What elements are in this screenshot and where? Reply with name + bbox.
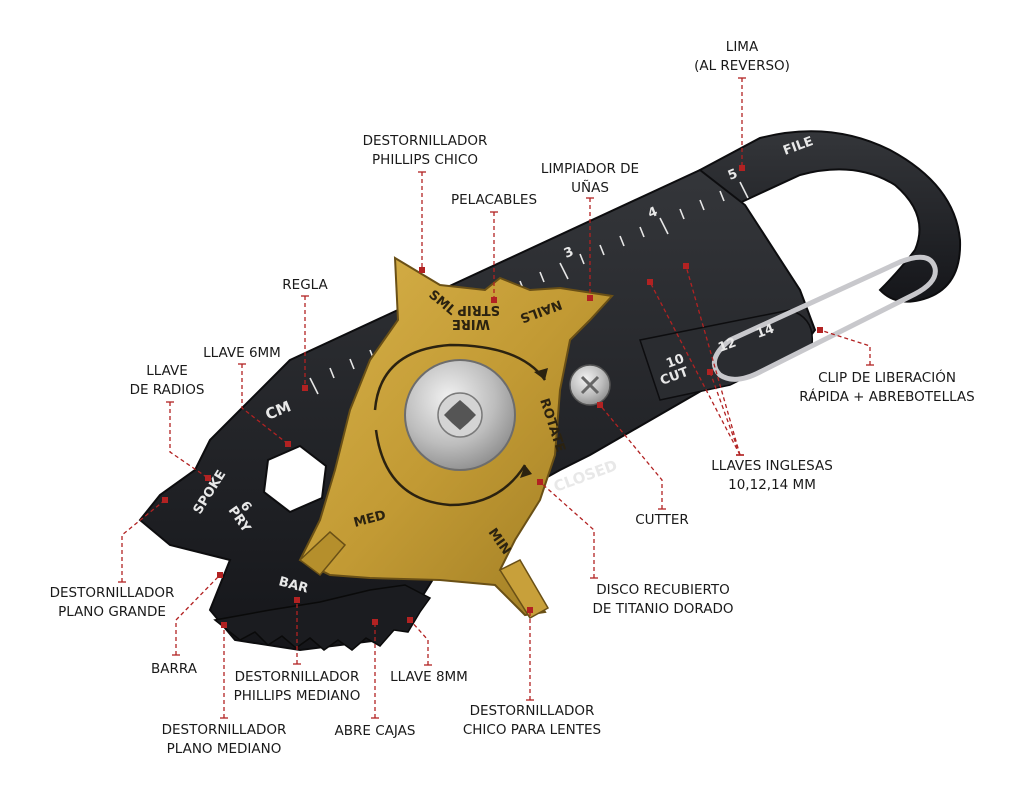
label-line: BARRA: [151, 661, 197, 677]
label-glasses-screwdriver: DESTORNILLADOR CHICO PARA LENTES: [463, 702, 601, 740]
label-line: DISCO RECUBIERTO: [596, 582, 730, 598]
leader-endpoint: [537, 479, 543, 485]
carabiner-hook: [698, 130, 962, 303]
marking-size-12: 12: [716, 335, 738, 355]
leader-line: [169, 402, 209, 479]
label-line: LIMA: [725, 39, 759, 55]
label-spoke-wrench: LLAVE DE RADIOS: [130, 362, 205, 400]
label-line: DESTORNILLADOR: [161, 722, 287, 738]
leader-endpoint: [205, 475, 211, 481]
leader-lines: [118, 77, 874, 719]
rotate-arrow-head-top: [534, 368, 548, 380]
label-phillips-small: DESTORNILLADOR PHILLIPS CHICO: [363, 132, 488, 170]
leader-line: [649, 281, 741, 456]
release-clip-wire: [711, 254, 938, 382]
leader-endpoint: [587, 295, 593, 301]
label-line: PLANO GRANDE: [58, 604, 166, 620]
label-line: REGLA: [282, 277, 328, 293]
label-line: RÁPIDA + ABREBOTELLAS: [799, 389, 975, 405]
rotate-arrow-ring-lower: [374, 429, 527, 507]
label-line: DESTORNILLADOR: [469, 703, 595, 719]
phillips-medium-tip: [298, 530, 347, 577]
label-line: DE TITANIO DORADO: [592, 601, 734, 617]
label-line: DE RADIOS: [129, 382, 205, 398]
label-wrench-8mm: LLAVE 8MM: [390, 668, 468, 687]
leader-endpoint: [739, 165, 745, 171]
leader-endpoint: [419, 267, 425, 273]
leader-endpoint: [817, 327, 823, 333]
leader-line: [409, 619, 429, 665]
rotate-arrow-ring: [373, 343, 547, 411]
label-wrenches-english: LLAVES INGLESAS 10,12,14 MM: [711, 457, 833, 495]
label-line: DESTORNILLADOR: [49, 585, 175, 601]
leader-line: [709, 371, 741, 456]
label-line: PHILLIPS MEDIANO: [233, 688, 361, 704]
leader-line: [175, 574, 221, 655]
leader-endpoint: [491, 297, 497, 303]
rotate-arrow-head-bottom: [520, 465, 532, 478]
label-nail-cleaner: LIMPIADOR DE UÑAS: [541, 160, 639, 198]
leader-endpoint: [221, 622, 227, 628]
marking-size-14: 14: [754, 321, 776, 341]
label-flat-medium: DESTORNILLADOR PLANO MEDIANO: [162, 721, 287, 759]
label-release-clip: CLIP DE LIBERACIÓN RÁPIDA + ABREBOTELLAS: [799, 369, 974, 407]
label-line: DESTORNILLADOR: [362, 133, 488, 149]
label-wrench-6mm: LLAVE 6MM: [203, 344, 281, 363]
label-phillips-medium: DESTORNILLADOR PHILLIPS MEDIANO: [234, 668, 361, 706]
marking-bar: BAR: [277, 574, 310, 596]
label-line: PLANO MEDIANO: [166, 741, 282, 757]
leader-endpoint: [683, 263, 689, 269]
marking-wire: WIRE: [452, 316, 490, 331]
torx-icon: [444, 400, 476, 430]
label-line: LLAVE 6MM: [203, 345, 281, 361]
hex-6mm-hole: [262, 444, 328, 514]
leader-endpoint: [527, 607, 533, 613]
leader-line: [685, 265, 741, 456]
label-line: DESTORNILLADOR: [234, 669, 360, 685]
label-line: 10,12,14 MM: [728, 477, 816, 493]
leader-endpoint: [707, 369, 713, 375]
label-line: LLAVE 8MM: [390, 669, 468, 685]
leader-line: [599, 404, 663, 509]
leader-endpoint: [647, 279, 653, 285]
label-gold-disc: DISCO RECUBIERTO DE TITANIO DORADO: [593, 581, 734, 619]
label-line: CUTTER: [635, 512, 689, 528]
leader-endpoint: [285, 441, 291, 447]
label-line: ABRE CAJAS: [334, 723, 416, 739]
label-flat-large: DESTORNILLADOR PLANO GRANDE: [50, 584, 175, 622]
leader-endpoint: [162, 497, 168, 503]
leader-line: [241, 364, 289, 445]
label-line: (AL REVERSO): [694, 58, 790, 74]
marking-size-10: 10: [664, 351, 686, 371]
leader-endpoint: [302, 385, 308, 391]
label-box-opener: ABRE CAJAS: [335, 722, 416, 741]
leader-line: [539, 481, 595, 578]
cutter-screw-slot: [580, 375, 600, 395]
label-file: LIMA (AL REVERSO): [694, 38, 790, 76]
label-ruler: REGLA: [282, 276, 327, 295]
label-line: UÑAS: [571, 180, 609, 196]
label-bar: BARRA: [151, 660, 197, 679]
label-line: LIMPIADOR DE: [540, 161, 640, 177]
label-cutter: CUTTER: [635, 511, 688, 530]
label-line: LLAVE: [146, 363, 188, 379]
label-wire-stripper: PELACABLES: [451, 191, 537, 210]
label-line: PHILLIPS CHICO: [372, 152, 478, 168]
label-line: CLIP DE LIBERACIÓN: [818, 370, 956, 386]
leader-endpoint: [597, 402, 603, 408]
label-line: LLAVES INGLESAS: [711, 458, 833, 474]
box-opener-teeth: [213, 584, 432, 651]
leader-endpoint: [217, 572, 223, 578]
label-line: CHICO PARA LENTES: [462, 722, 602, 738]
glasses-screwdriver-tip: [498, 559, 550, 620]
leader-line: [121, 499, 166, 582]
leader-endpoint: [407, 617, 413, 623]
marking-strip: STRIP: [457, 302, 500, 317]
leader-endpoint: [294, 597, 300, 603]
leader-endpoint: [372, 619, 378, 625]
label-line: PELACABLES: [450, 192, 538, 208]
